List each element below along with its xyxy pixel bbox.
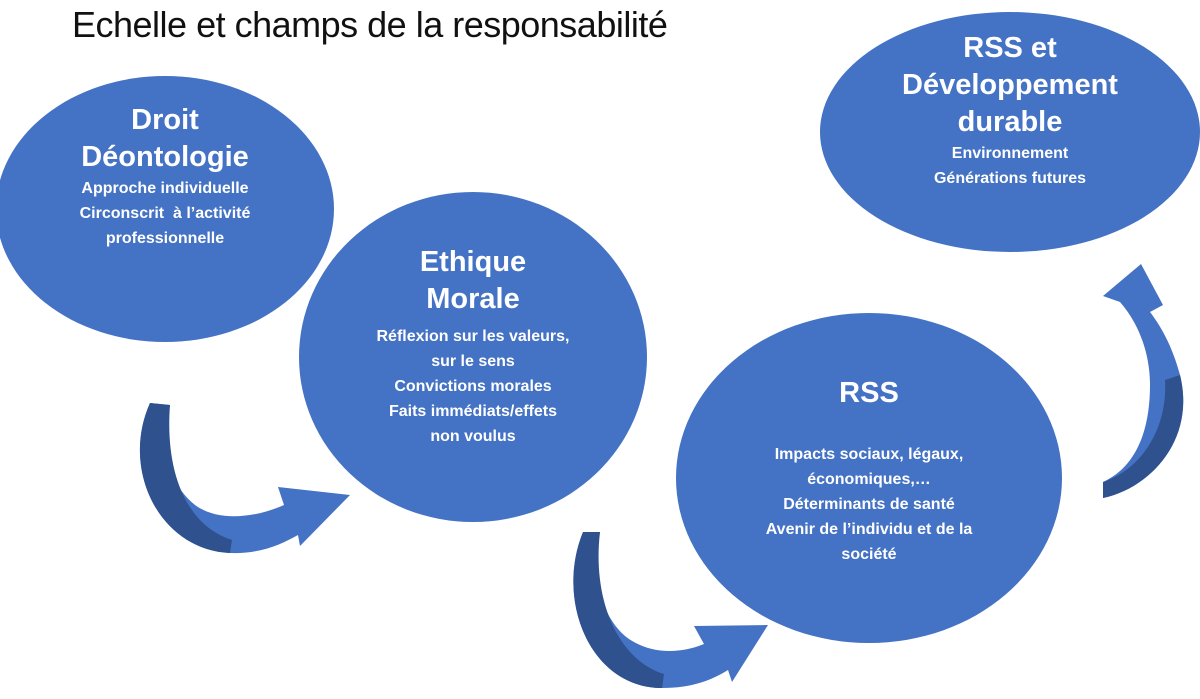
bubble-droit-deontologie: Droit Déontologie Approche individuelle … bbox=[0, 74, 336, 344]
bubble-description: Déterminants de santé bbox=[783, 496, 955, 513]
bubble-description: société bbox=[841, 546, 897, 563]
bubble-ethique-morale: Ethique Morale Réflexion sur les valeurs… bbox=[297, 190, 649, 524]
bubble-description: Approche individuelle bbox=[81, 180, 249, 197]
curved-arrow-icon bbox=[573, 532, 768, 688]
bubble-title: RSS bbox=[839, 377, 899, 409]
bubble-rss-developpement-durable: RSS et Développement durable Environneme… bbox=[818, 10, 1200, 254]
bubble-title: durable bbox=[957, 106, 1063, 138]
curved-arrow-icon bbox=[1103, 264, 1184, 498]
bubble-description: Générations futures bbox=[933, 170, 1087, 187]
bubble-description: sur le sens bbox=[431, 353, 515, 370]
page-title: Echelle et champs de la responsabilité bbox=[72, 4, 668, 45]
bubble-description: Impacts sociaux, légaux, bbox=[774, 446, 964, 463]
bubble-description: Circonscrit à l’activité bbox=[79, 205, 251, 222]
bubble-rss: RSS Impacts sociaux, légaux, économiques… bbox=[674, 311, 1064, 645]
bubble-title: Morale bbox=[426, 283, 520, 315]
curved-arrow-icon bbox=[139, 403, 350, 554]
bubble-description: Faits immédiats/effets bbox=[388, 403, 558, 420]
bubble-title: Droit bbox=[131, 104, 199, 136]
bubble-title: Ethique bbox=[419, 246, 527, 278]
bubble-description: Convictions morales bbox=[394, 378, 552, 395]
bubble-description: professionnelle bbox=[105, 230, 225, 247]
bubble-description: Environnement bbox=[951, 145, 1069, 162]
bubble-title: Déontologie bbox=[81, 141, 249, 173]
bubble-title: RSS et bbox=[963, 32, 1057, 64]
bubble-description: Avenir de l’individu et de la bbox=[765, 521, 973, 538]
bubble-title: Développement bbox=[902, 69, 1118, 101]
bubble-description: Réflexion sur les valeurs, bbox=[376, 328, 570, 345]
bubble-description: économiques,… bbox=[807, 471, 931, 488]
bubble-description: non voulus bbox=[430, 428, 516, 445]
